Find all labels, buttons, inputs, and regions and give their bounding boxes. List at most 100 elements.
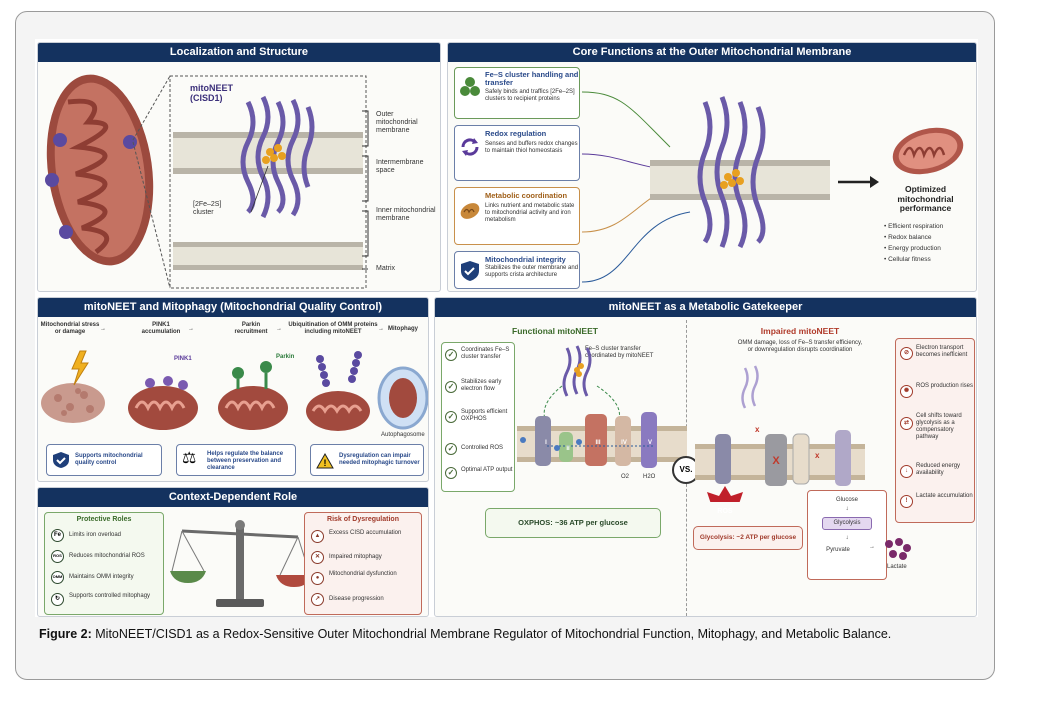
panel-title: Core Functions at the Outer Mitochondria… xyxy=(448,43,976,62)
vs-label: VS. xyxy=(679,465,693,474)
autophagosome-label: Autophagosome xyxy=(381,432,425,438)
healthy-mitochondrion-icon xyxy=(892,127,964,175)
panel-localization: Localization and Structure xyxy=(37,42,441,292)
caption-text: MitoNEET/CISD1 as a Redox-Sensitive Oute… xyxy=(91,627,892,641)
ros-label: ROS xyxy=(717,508,733,515)
step-pink1: PINK1 accumulation xyxy=(141,322,181,335)
glycolysis-pathway-box: Glucose ↓ Glycolysis ↓ Pyruvate xyxy=(807,490,887,580)
step-parkin: Parkin recruitment xyxy=(234,322,268,335)
note-dysregulation: ! Dysregulation can impair needed mitoph… xyxy=(310,444,424,476)
caption-label: Figure 2: xyxy=(39,627,92,641)
mito-ubiquitin xyxy=(306,351,370,431)
oxphos-text: OXPHOS: ~36 ATP per glucose xyxy=(518,518,628,527)
pathway-arrow: ↓ xyxy=(845,535,849,541)
h2o-label: H2O xyxy=(643,474,656,480)
panel-mitophagy: mitoNEET and Mitophagy (Mitochondrial Qu… xyxy=(37,297,429,482)
protective-item: Maintains OMM integrity xyxy=(69,574,134,580)
accumulation-icon: ▲ xyxy=(311,530,324,543)
function-text: Safely binds and traffics [2Fe–2S] clust… xyxy=(485,89,575,102)
function-text: Stabilizes the outer membrane and suppor… xyxy=(485,265,579,278)
warning-icon: ! xyxy=(316,453,334,469)
function-card-integrity: Mitochondrial integrity Stabilizes the o… xyxy=(454,251,580,289)
o2-label: O2 xyxy=(621,474,630,480)
lactate-molecules-icon xyxy=(885,538,911,560)
atom-icon xyxy=(459,76,481,98)
function-card-redox: Redox regulation Senses and buffers redo… xyxy=(454,125,580,181)
layer-brackets xyxy=(362,110,369,270)
impaired-effect: Cell shifts toward glycolysis as a compe… xyxy=(916,413,962,440)
check-icon: ✓ xyxy=(445,467,457,479)
step-arrow: → xyxy=(378,326,384,332)
function-card-fes: Fe–S cluster handling and transfer Safel… xyxy=(454,67,580,119)
figure-caption: Figure 2: MitoNEET/CISD1 as a Redox-Sens… xyxy=(39,626,974,642)
function-card-metabolic: Metabolic coordination Links nutrient an… xyxy=(454,187,580,245)
parkin-label: Parkin xyxy=(276,354,295,360)
outcome-title: Optimized mitochondrial performance xyxy=(897,184,954,213)
mitochondrion-icon xyxy=(46,74,154,266)
svg-text:x: x xyxy=(755,425,760,434)
layer-outer-membrane: Outer mitochondrial membrane xyxy=(376,111,418,134)
layer-intermembrane: Intermembrane space xyxy=(376,159,424,174)
figure-canvas: Localization and Structure xyxy=(35,39,978,617)
transfer-note: Fe–S cluster transfer coordinated by mit… xyxy=(585,346,654,359)
note-text: Helps regulate the balance between prese… xyxy=(207,451,284,471)
note-balance: ⚖ Helps regulate the balance between pre… xyxy=(176,444,296,476)
functional-check: Supports efficient OXPHOS xyxy=(461,409,508,422)
progression-icon: ↗ xyxy=(311,593,324,606)
balance-scale-illustration xyxy=(170,520,310,607)
autophagosome xyxy=(377,366,428,430)
step-arrow: → xyxy=(188,326,194,332)
cluster-label: [2Fe–2S] cluster xyxy=(193,201,222,216)
shield-icon xyxy=(459,260,481,282)
mito-pink1 xyxy=(128,376,198,430)
step-arrow: → xyxy=(100,326,106,332)
damaged-mitochondrion xyxy=(41,383,105,423)
impaired-icon: ✕ xyxy=(311,551,324,564)
svg-text:!: ! xyxy=(324,458,327,468)
panel-title: Localization and Structure xyxy=(38,43,440,62)
balance-scale-icon: ⚖ xyxy=(182,450,197,467)
layer-inner-membrane: Inner mitochondrial membrane xyxy=(376,207,436,222)
oxphos-result: OXPHOS: ~36 ATP per glucose xyxy=(485,508,661,538)
cycle-arrows-icon xyxy=(459,136,481,158)
impaired-effect: ROS production rises xyxy=(916,383,974,389)
iron-icon: Fe xyxy=(51,529,64,542)
fe-s-cluster xyxy=(262,144,286,164)
glycolysis-text: Glycolysis: ~2 ATP per glucose xyxy=(699,534,797,541)
panel-title: Context-Dependent Role xyxy=(38,488,428,507)
risk-item: Mitochondrial dysfunction xyxy=(329,571,397,577)
outcome-item: • Energy production xyxy=(884,245,941,252)
recycle-icon: ↻ xyxy=(51,593,64,606)
step-stress: Mitochondrial stress or damage xyxy=(40,322,100,335)
impaired-note: OMM damage, loss of Fe–S transfer effici… xyxy=(737,340,863,353)
step-ubiquitination: Ubiquitination of OMM proteins including… xyxy=(288,322,378,335)
panel-title: mitoNEET and Mitophagy (Mitochondrial Qu… xyxy=(38,298,428,317)
risk-item: Disease progression xyxy=(329,596,384,602)
protective-title: Protective Roles xyxy=(76,516,132,523)
function-text: Senses and buffers redox changes to main… xyxy=(485,141,578,154)
protective-box: Protective Roles Fe Limits iron overload… xyxy=(44,512,164,615)
impaired-title: Impaired mitoNEET xyxy=(760,326,840,336)
check-icon: ✓ xyxy=(445,381,457,393)
svg-text:x: x xyxy=(815,451,820,460)
impaired-effect: Reduced energy availability xyxy=(916,463,961,476)
mito-parkin xyxy=(218,361,288,430)
function-title: Metabolic coordination xyxy=(485,191,568,200)
risk-item: Excess CISD accumulation xyxy=(329,530,402,536)
pathway-glycolysis: Glycolysis xyxy=(822,517,872,530)
ros-burst-icon xyxy=(707,486,743,502)
mitochondrion-icon xyxy=(459,200,481,222)
effect-icon: ↓ xyxy=(900,465,913,478)
mitoneet-protein xyxy=(240,95,315,219)
shield-check-icon xyxy=(53,452,69,468)
complex-label: II xyxy=(566,446,570,452)
protective-item: Reduces mitochondrial ROS xyxy=(69,553,145,559)
check-icon: ✓ xyxy=(445,443,457,455)
check-icon: ✓ xyxy=(445,349,457,361)
complex-label: V xyxy=(647,440,652,446)
etc-impaired-illustration: X x x xyxy=(695,365,865,502)
complex-label: I xyxy=(545,440,547,446)
outcome-item: • Efficient respiration xyxy=(884,223,944,230)
functional-check: Optimal ATP output xyxy=(461,467,513,473)
panel-context: Context-Dependent Role Protective Roles … xyxy=(37,487,429,617)
